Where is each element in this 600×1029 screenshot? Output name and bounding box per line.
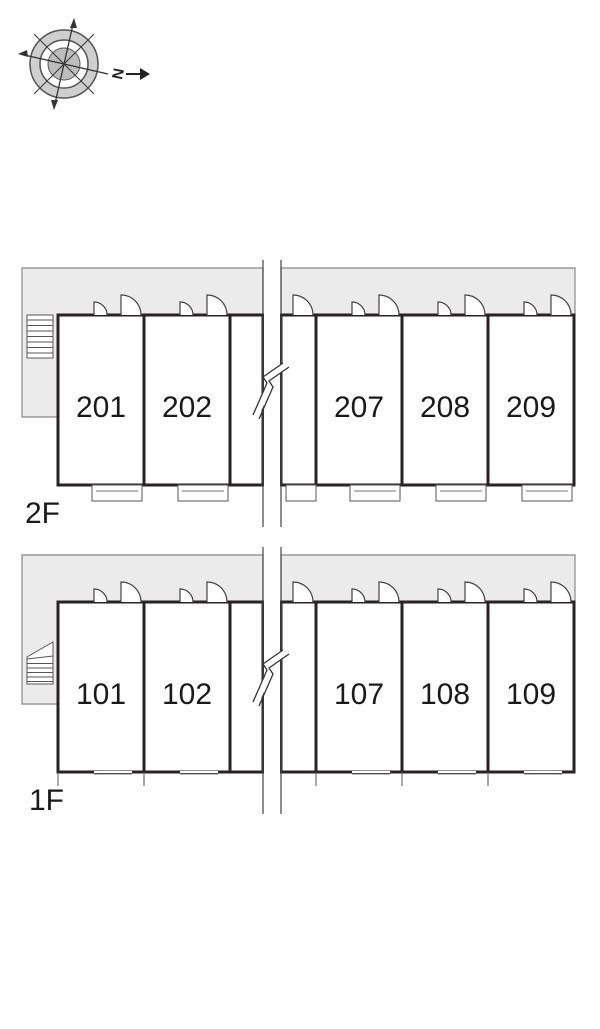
balcony-mid	[285, 484, 317, 502]
door-swing-2f-R0-b	[378, 294, 400, 316]
break-zigzag-mask	[252, 362, 287, 419]
room-number: 102	[162, 678, 212, 711]
door-swing-2f-L0-a	[93, 301, 108, 316]
door-swing-2f-L1-a	[179, 301, 194, 316]
door-swing-2f-R2-a	[523, 301, 538, 316]
room-partial-left	[228, 313, 265, 487]
door-swing-2f-mid	[292, 294, 314, 316]
break-zigzag-a	[252, 649, 284, 703]
door-swing-1f-R2-a	[523, 588, 538, 603]
balcony-2f-2	[349, 484, 401, 502]
door-swing-1f-R1-a	[437, 588, 452, 603]
break-zigzag-b	[258, 653, 290, 707]
break-zigzag-a	[252, 362, 284, 416]
room-partial-right	[279, 600, 318, 774]
room-number: 207	[334, 391, 384, 424]
door-swing-1f-R1-b	[464, 581, 486, 603]
room-number: 108	[420, 678, 470, 711]
room-block	[400, 600, 490, 774]
room-partial-right	[279, 313, 318, 487]
floor-2f: 201 202 207 208 209 2F	[21, 260, 576, 530]
break-zigzag-b	[258, 366, 290, 420]
break-gap	[264, 547, 280, 814]
compass-north-label: N	[109, 67, 128, 81]
room-number: 109	[506, 678, 556, 711]
floor-label: 1F	[29, 784, 64, 817]
compass-rose-icon: N	[18, 18, 150, 110]
room-number: 208	[420, 391, 470, 424]
door-swing-1f-mid	[292, 581, 314, 603]
balcony-2f-1	[177, 484, 229, 502]
room-block	[486, 313, 576, 487]
door-swing-1f-R0-b	[378, 581, 400, 603]
stair-step	[26, 655, 54, 660]
door-swing-2f-R1-b	[464, 294, 486, 316]
room-number: 209	[506, 391, 556, 424]
room-number: 101	[76, 678, 126, 711]
door-swing-1f-R2-b	[550, 581, 572, 603]
room-number: 201	[76, 391, 126, 424]
floor-1f: 101 102 107 108 109 1F	[21, 547, 576, 817]
door-swing-2f-R1-a	[437, 301, 452, 316]
room-number: 202	[162, 391, 212, 424]
break-zigzag-mask	[252, 649, 287, 706]
break-gap	[264, 260, 280, 527]
door-swing-2f-L1-b	[206, 294, 228, 316]
stair-icon	[26, 641, 54, 685]
door-swing-2f-R0-a	[351, 301, 366, 316]
stair-icon	[26, 314, 54, 359]
door-swing-1f-L0-a	[93, 588, 108, 603]
door-swing-2f-R2-b	[550, 294, 572, 316]
floor-label: 2F	[25, 497, 60, 530]
room-block	[56, 600, 146, 774]
room-block	[314, 313, 404, 487]
balcony-2f-0	[91, 484, 143, 502]
door-swing-2f-L0-b	[120, 294, 142, 316]
door-swing-1f-R0-a	[351, 588, 366, 603]
balcony-2f-3	[435, 484, 487, 502]
door-swing-1f-L1-a	[179, 588, 194, 603]
room-partial-left	[228, 600, 265, 774]
room-number: 107	[334, 678, 384, 711]
door-swing-1f-L0-b	[120, 581, 142, 603]
door-swing-1f-L1-b	[206, 581, 228, 603]
balcony-2f-4	[521, 484, 573, 502]
